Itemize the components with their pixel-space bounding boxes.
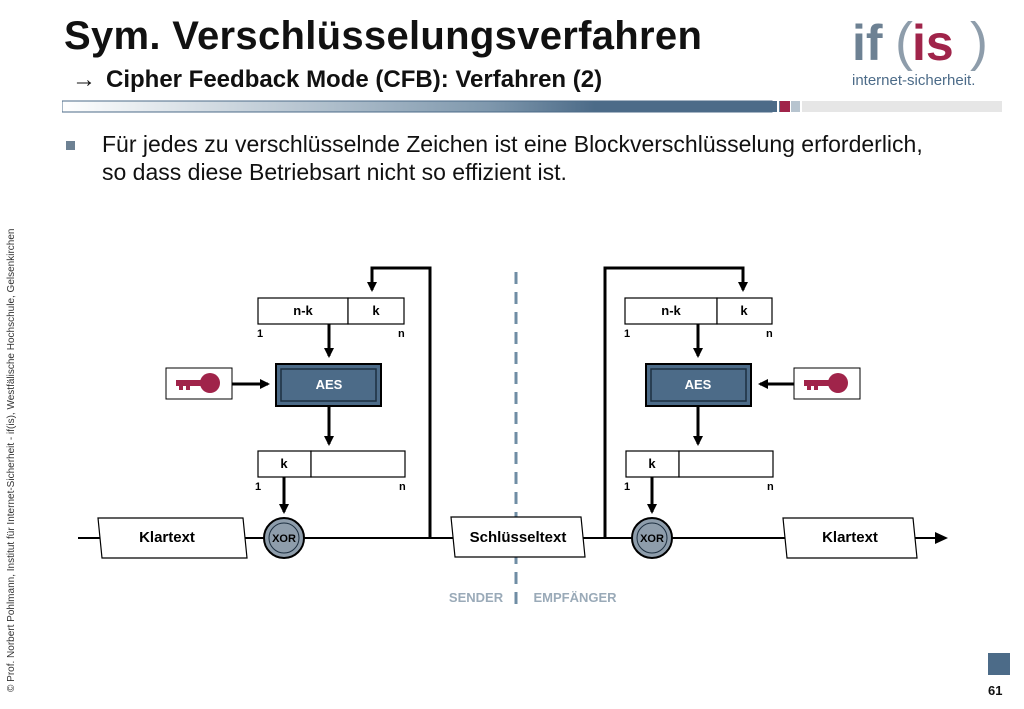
receiver-register-nk [624, 297, 718, 325]
receiver-aes-box [645, 363, 752, 407]
sender-side: n-k k 1 n AES k 1 n Klartext [97, 266, 432, 559]
page-marker-square [988, 653, 1010, 675]
logo-paren-open: ( [895, 12, 913, 72]
copyright-sidebar: © Prof. Norbert Pohlmann, Institut für I… [6, 228, 17, 692]
receiver-label: EMPFÄNGER [533, 590, 617, 605]
logo-if: if [852, 15, 883, 71]
receiver-output-start: 1 [624, 481, 630, 493]
sender-register-end: n [398, 328, 405, 340]
bullet-text: Für jedes zu verschlüsselnde Zeichen ist… [102, 131, 923, 185]
receiver-register-k-label: k [740, 303, 748, 318]
receiver-xor-node [631, 517, 673, 559]
sender-register-nk [257, 297, 349, 325]
ciphertext-label: Schlüsseltext [470, 529, 567, 546]
square-bullet-icon [66, 141, 75, 150]
receiver-register-nk-label: n-k [661, 303, 681, 318]
receiver-feedback-path [603, 266, 748, 538]
key-icon [804, 373, 848, 393]
receiver-register-end: n [766, 328, 773, 340]
sender-output-rest [310, 450, 406, 478]
sender-xor-node [263, 517, 305, 559]
page-number: 61 [988, 683, 1003, 698]
sender-register-start: 1 [257, 328, 263, 340]
sender-register-nk-label: n-k [293, 303, 313, 318]
output-arrow-icon [935, 532, 948, 544]
slide-subtitle: → Cipher Feedback Mode (CFB): Verfahren (… [72, 66, 602, 94]
receiver-output-rest [678, 450, 774, 478]
receiver-plaintext-label: Klartext [822, 529, 878, 546]
sender-plaintext-label: Klartext [139, 529, 195, 546]
sender-plaintext-box [97, 517, 248, 559]
arrow-right-icon: → [72, 66, 96, 93]
ifis-logo: if ( is ) internet-sicherheit. [848, 10, 998, 90]
key-icon [176, 373, 220, 393]
sender-label: SENDER [449, 590, 504, 605]
sender-output-k-label: k [280, 456, 288, 471]
receiver-output-end: n [767, 481, 774, 493]
sender-feedback-path [367, 266, 432, 538]
receiver-xor-label: XOR [640, 533, 664, 545]
ciphertext-box [450, 516, 586, 558]
slide-title: Sym. Verschlüsselungsverfahren [64, 14, 703, 58]
receiver-aes-label: AES [685, 377, 712, 392]
subtitle-text: Cipher Feedback Mode (CFB): Verfahren (2… [106, 66, 603, 93]
receiver-key-box [793, 367, 861, 400]
receiver-register-k [716, 297, 773, 325]
sender-register-k [347, 297, 405, 325]
sender-aes-box [275, 363, 382, 407]
logo-paren-close: ) [970, 12, 988, 72]
receiver-plaintext-box [782, 517, 918, 559]
header-gradient-bar [62, 100, 1002, 113]
sender-output-end: n [399, 481, 406, 493]
sender-aes-label: AES [316, 377, 343, 392]
sender-register-k-label: k [372, 303, 380, 318]
receiver-side: n-k k 1 n AES k 1 n Klartext XOR [603, 266, 918, 559]
sender-output-start: 1 [255, 481, 261, 493]
logo-tagline: internet-sicherheit. [852, 72, 975, 89]
receiver-output-k-label: k [648, 456, 656, 471]
logo-is: is [912, 15, 954, 71]
receiver-register-start: 1 [624, 328, 630, 340]
sender-xor-label: XOR [272, 533, 296, 545]
